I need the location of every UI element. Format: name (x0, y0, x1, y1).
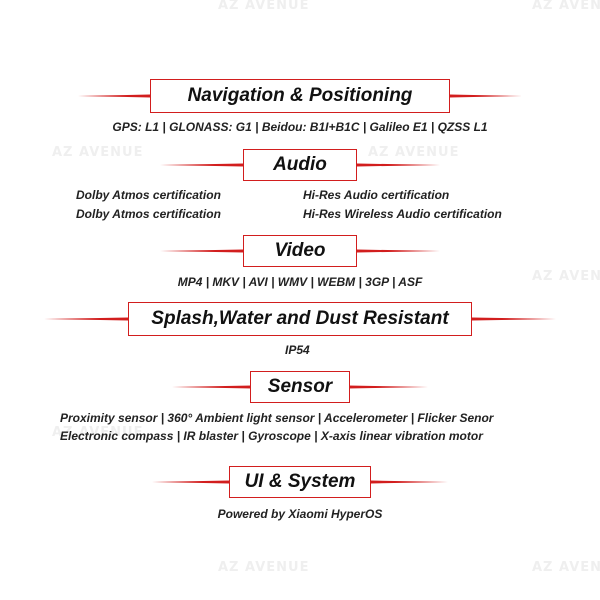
audio-left-1: Dolby Atmos certification (76, 188, 221, 202)
audio-left-2: Dolby Atmos certification (76, 207, 221, 221)
navigation-details: GPS: L1 | GLONASS: G1 | Beidou: B1I+B1C … (112, 120, 488, 134)
audio-right-2: Hi-Res Wireless Audio certification (303, 207, 502, 221)
watermark: AZ AVENUE (52, 425, 144, 440)
section-title-sensor: Sensor (250, 371, 350, 403)
ui-os: Powered by Xiaomi HyperOS (217, 507, 383, 521)
audio-right-1: Hi-Res Audio certification (303, 188, 450, 202)
watermark: AZ AVENUE (368, 145, 460, 160)
splash-rating: IP54 (285, 343, 310, 357)
section-title-ui: UI & System (229, 466, 371, 498)
watermark: AZ AVENUE (532, 0, 600, 13)
section-header-sensor: Sensor (0, 369, 600, 405)
header-red-lines (172, 385, 428, 389)
watermark: AZ AVENUE (532, 560, 600, 575)
section-title-splash: Splash,Water and Dust Resistant (128, 302, 472, 336)
header-red-lines (78, 94, 522, 98)
section-header-video: Video (0, 233, 600, 269)
section-header-ui: UI & System (0, 464, 600, 500)
sensor-line-1: Proximity sensor | 360° Ambient light se… (60, 411, 494, 425)
watermark: AZ AVENUE (218, 560, 310, 575)
header-red-lines (160, 249, 440, 253)
watermark: AZ AVENUE (532, 269, 600, 284)
header-red-lines (152, 480, 448, 484)
section-title-audio: Audio (243, 149, 357, 181)
section-title-navigation: Navigation & Positioning (150, 79, 450, 113)
section-header-navigation: Navigation & Positioning (0, 78, 600, 114)
watermark: AZ AVENUE (218, 0, 310, 13)
header-red-lines (160, 163, 440, 167)
video-formats: MP4 | MKV | AVI | WMV | WEBM | 3GP | ASF (177, 275, 423, 289)
section-header-splash: Splash,Water and Dust Resistant (0, 301, 600, 337)
watermark: AZ AVENUE (52, 145, 144, 160)
header-red-lines (44, 317, 556, 321)
sensor-line-2: Electronic compass | IR blaster | Gyrosc… (60, 429, 483, 443)
section-title-video: Video (243, 235, 357, 267)
section-header-audio: Audio (0, 147, 600, 183)
